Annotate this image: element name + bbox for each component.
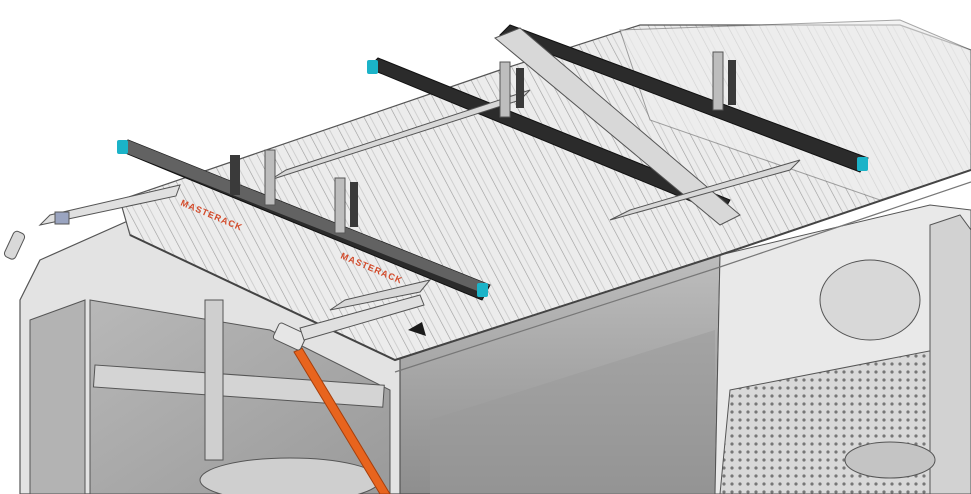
rack-foot [408,322,426,336]
upright-1 [230,155,240,195]
rack-rails [269,27,801,311]
upright-7 [712,51,724,111]
pole-arm [299,294,425,341]
rail-long-1 [269,89,531,181]
van-side-panel-lower [430,330,715,494]
tool-pole [272,294,425,494]
upright-4 [350,182,358,227]
side-roller [3,184,181,260]
crossbar-rear [499,24,869,173]
rail-long-2 [494,27,741,226]
pole-head [272,322,307,351]
rail-long-3 [609,159,801,221]
roller-handle [3,230,26,260]
end-cap-rear-right [857,157,868,171]
roof-rear-dome [619,19,971,201]
upright-2 [264,149,276,206]
upright-5 [499,61,511,118]
roller-clamp [54,211,70,225]
upright-6 [516,68,524,108]
cab-brace-2 [204,299,224,461]
end-cap-front-right [477,283,488,297]
roof-edge [129,169,971,362]
rail-long-4 [329,279,432,311]
end-cap-middle-left [367,60,378,74]
roof-gutter [394,181,971,373]
van-body [19,204,971,494]
end-cap-front-left [117,140,128,154]
cab-brace [92,364,385,408]
upright-8 [728,60,736,105]
crossbar-front-top [118,140,490,292]
roller-tube [38,184,181,226]
floor-spare-well [844,441,936,479]
upright-3 [334,177,346,234]
rack-uprights [230,51,736,234]
rack-end-caps [117,60,868,297]
rack-crossbars [117,24,869,301]
rear-door-frame [929,214,971,494]
side-window-glass [29,299,86,494]
rear-wheel-well [819,259,921,341]
